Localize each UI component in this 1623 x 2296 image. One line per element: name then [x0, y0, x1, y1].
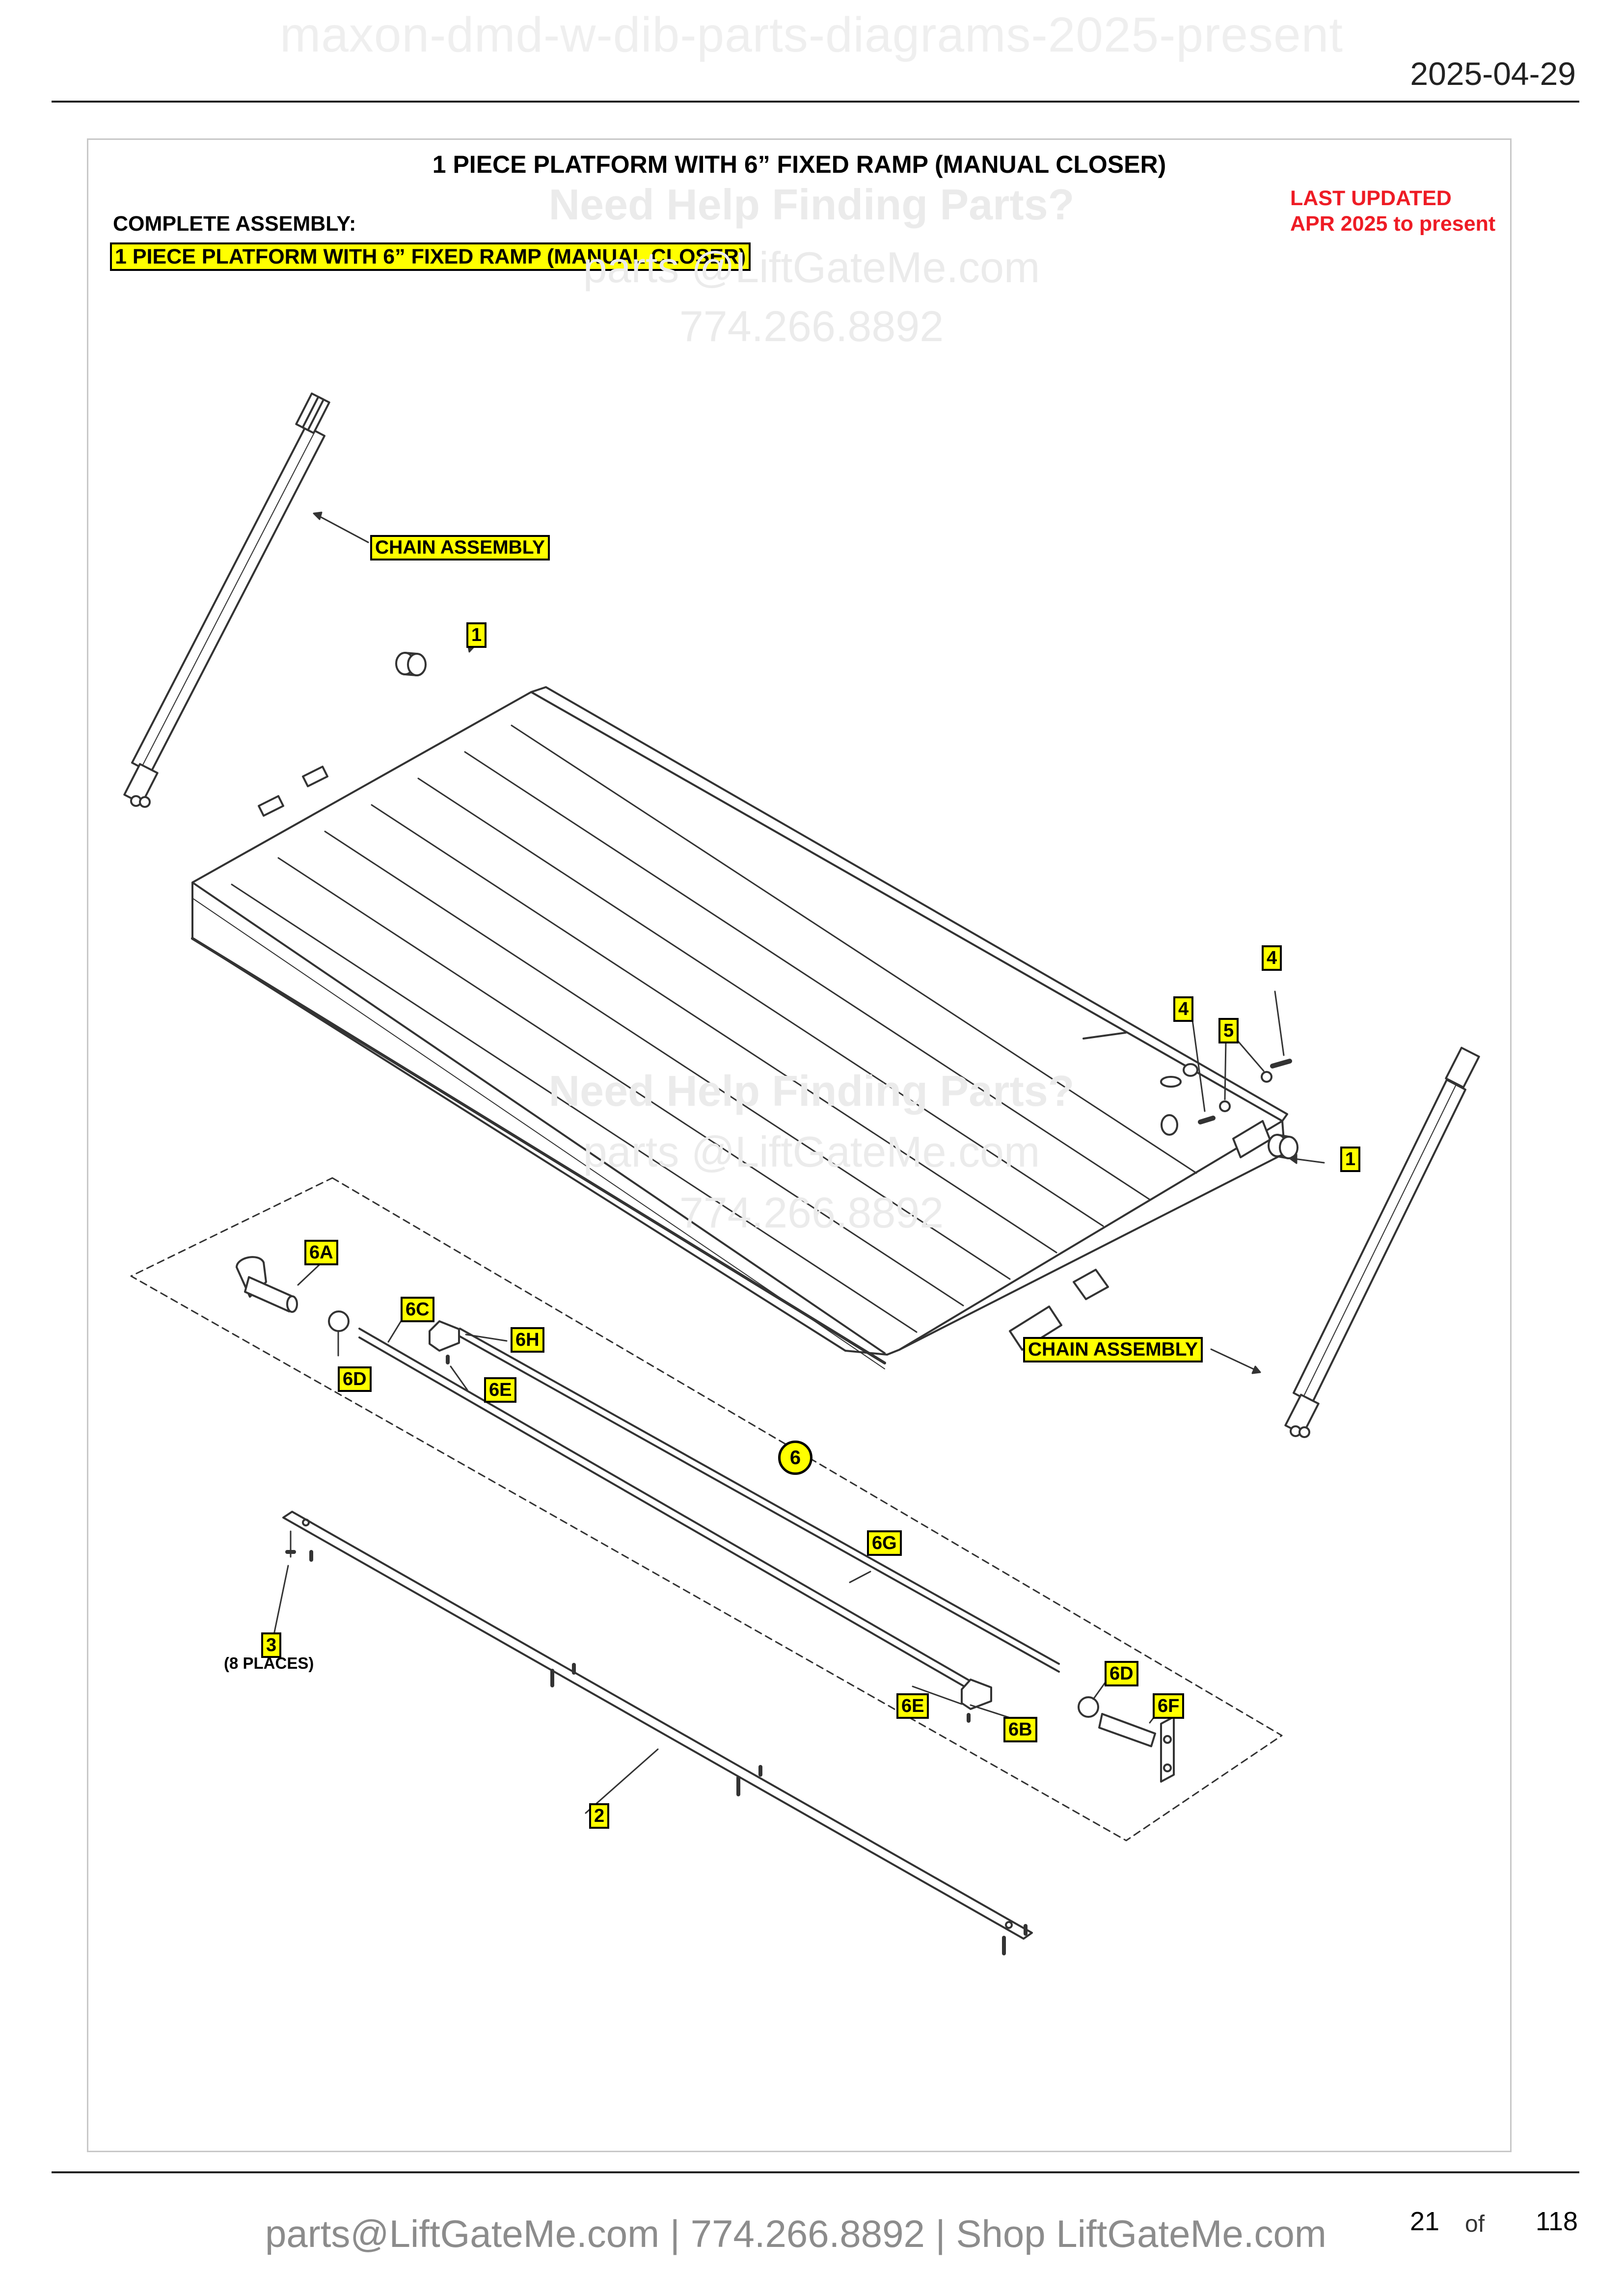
page-of-label: of	[1465, 2211, 1485, 2237]
bolt-part	[1198, 1059, 1292, 1124]
footer-contact-info: parts@LiftGateMe.com | 774.266.8892 | Sh…	[265, 2212, 1326, 2255]
callout-part-4-top[interactable]: 4	[1262, 945, 1282, 971]
complete-assembly-name-tag[interactable]: 1 PIECE PLATFORM WITH 6” FIXED RAMP (MAN…	[110, 242, 751, 271]
callout-part-6d-right[interactable]: 6D	[1105, 1661, 1138, 1686]
watermark-email-top: parts @LiftGateMe.com	[583, 243, 1040, 292]
closer-block-bottom-part	[961, 1679, 992, 1710]
bushing-top-part	[395, 652, 427, 676]
chain-assembly-left-part	[123, 392, 330, 808]
watermark-email-middle: parts @LiftGateMe.com	[583, 1127, 1040, 1176]
bushing-right-part	[1268, 1134, 1298, 1159]
callout-part-3[interactable]: 3	[261, 1632, 282, 1658]
watermark-help-text-middle: Need Help Finding Parts?	[548, 1067, 1075, 1115]
callout-part-6f[interactable]: 6F	[1153, 1693, 1185, 1719]
callout-part-6h[interactable]: 6H	[511, 1327, 544, 1353]
page-number: 21	[1410, 2207, 1440, 2236]
callout-part-1-right[interactable]: 1	[1340, 1147, 1361, 1172]
callout-part-1-top[interactable]: 1	[466, 622, 487, 648]
footer-divider	[52, 2171, 1579, 2173]
closer-assembly-boundary	[130, 1177, 1283, 1842]
callout-part-4-left[interactable]: 4	[1173, 996, 1194, 1022]
header-divider	[52, 101, 1579, 103]
last-updated-label: LAST UPDATED	[1290, 187, 1452, 210]
diagram-frame	[87, 138, 1512, 2152]
watermark-phone-top: 774.266.8892	[679, 302, 944, 350]
closer-bracket-part	[1098, 1713, 1175, 1783]
diagram-title: 1 PIECE PLATFORM WITH 6” FIXED RAMP (MAN…	[432, 151, 1166, 178]
washer-right-part	[1078, 1696, 1099, 1718]
complete-assembly-label: COMPLETE ASSEMBLY:	[113, 212, 356, 236]
callout-part-6b[interactable]: 6B	[1003, 1717, 1037, 1742]
closer-arm-part	[236, 1256, 298, 1313]
callout-part-6c[interactable]: 6C	[401, 1297, 434, 1322]
watermark-help-text-top: Need Help Finding Parts?	[548, 180, 1075, 229]
washer-left-part	[328, 1310, 350, 1332]
closer-block-top-part	[429, 1320, 460, 1352]
callout-chain-assembly-left[interactable]: CHAIN ASSEMBLY	[370, 535, 550, 561]
callout-part-2[interactable]: 2	[589, 1803, 610, 1829]
callout-part-5[interactable]: 5	[1218, 1018, 1239, 1043]
watermark-phone-middle: 774.266.8892	[679, 1188, 944, 1237]
page-date: 2025-04-29	[1410, 55, 1576, 92]
parts-diagram-drawing	[123, 392, 1480, 1955]
callout-part-6a[interactable]: 6A	[304, 1240, 338, 1265]
part-3-quantity-note: (8 PLACES)	[224, 1654, 314, 1672]
platform-part	[191, 686, 1288, 1369]
closer-rod-part	[459, 1328, 1060, 1673]
chain-assembly-right-part	[1284, 1046, 1480, 1438]
callout-part-6d-left[interactable]: 6D	[338, 1366, 372, 1392]
callout-chain-assembly-right[interactable]: CHAIN ASSEMBLY	[1023, 1337, 1203, 1362]
callout-part-6-assembly[interactable]: 6	[778, 1441, 812, 1475]
closer-shaft-part	[358, 1328, 979, 1695]
screw-part	[285, 1530, 1028, 1955]
callout-part-6e-left[interactable]: 6E	[484, 1377, 517, 1403]
page-total: 118	[1536, 2207, 1578, 2236]
last-updated-range: APR 2025 to present	[1290, 212, 1496, 236]
document-watermark-title: maxon-dmd-w-dib-parts-diagrams-2025-pres…	[279, 7, 1344, 62]
callout-part-6e-right[interactable]: 6E	[896, 1693, 929, 1719]
bottom-plate-part	[282, 1511, 1033, 1940]
last-updated-note: LAST UPDATED APR 2025 to present	[1290, 186, 1495, 237]
callout-part-6g[interactable]: 6G	[867, 1530, 902, 1556]
